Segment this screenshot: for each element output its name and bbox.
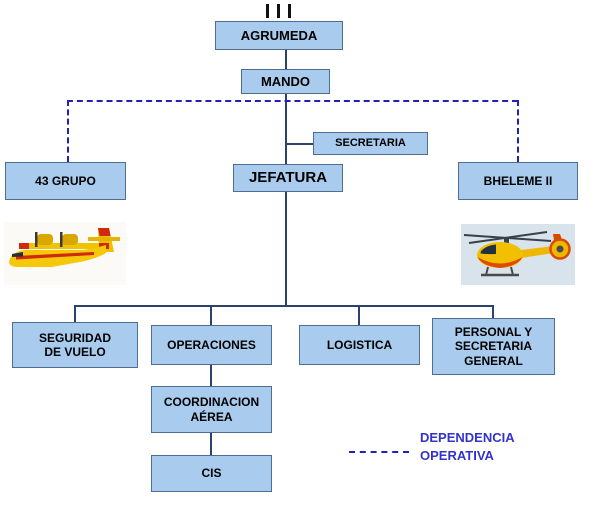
- node-bheleme-ii: BHELEME II: [458, 162, 578, 200]
- connector-drop-operaciones: [210, 305, 212, 325]
- connector-mando-jefatura: [285, 94, 287, 164]
- connector-secretaria: [286, 143, 313, 145]
- connector-jefatura-departments: [285, 192, 287, 305]
- connector-coordinacion-cis: [210, 433, 212, 455]
- node-operaciones: OPERACIONES: [151, 325, 272, 365]
- node-cis: CIS: [151, 455, 272, 492]
- tick: [266, 4, 269, 18]
- node-jefatura: JEFATURA: [233, 164, 343, 192]
- node-personal-secretaria-general: PERSONAL Y SECRETARIA GENERAL: [432, 318, 555, 375]
- node-43-grupo: 43 GRUPO: [5, 162, 126, 200]
- node-coordinacion-aerea: COORDINACION AÉREA: [151, 386, 272, 433]
- connector-departments-horizontal: [74, 305, 494, 307]
- node-mando: MANDO: [241, 69, 330, 94]
- tick: [277, 4, 280, 18]
- canadair-seaplane-image: [4, 222, 126, 285]
- node-secretaria: SECRETARIA: [313, 132, 428, 155]
- connector-agrumeda-mando: [285, 50, 287, 69]
- connector-drop-logistica: [358, 305, 360, 325]
- legend-dashed-line: [349, 451, 409, 453]
- node-agrumeda: AGRUMEDA: [215, 21, 343, 50]
- connector-operaciones-coordinacion: [210, 365, 212, 386]
- operational-dependency-line-horizontal: [67, 100, 518, 102]
- node-logistica: LOGISTICA: [299, 325, 420, 365]
- tick: [288, 4, 291, 18]
- connector-drop-personal: [492, 305, 494, 318]
- rescue-helicopter-image: [461, 224, 575, 285]
- operational-dependency-line-left: [67, 100, 69, 162]
- legend-label: DEPENDENCIA OPERATIVA: [420, 430, 515, 463]
- operational-dependency-line-right: [517, 100, 519, 162]
- node-seguridad-de-vuelo: SEGURIDAD DE VUELO: [12, 322, 138, 368]
- connector-drop-seguridad: [74, 305, 76, 322]
